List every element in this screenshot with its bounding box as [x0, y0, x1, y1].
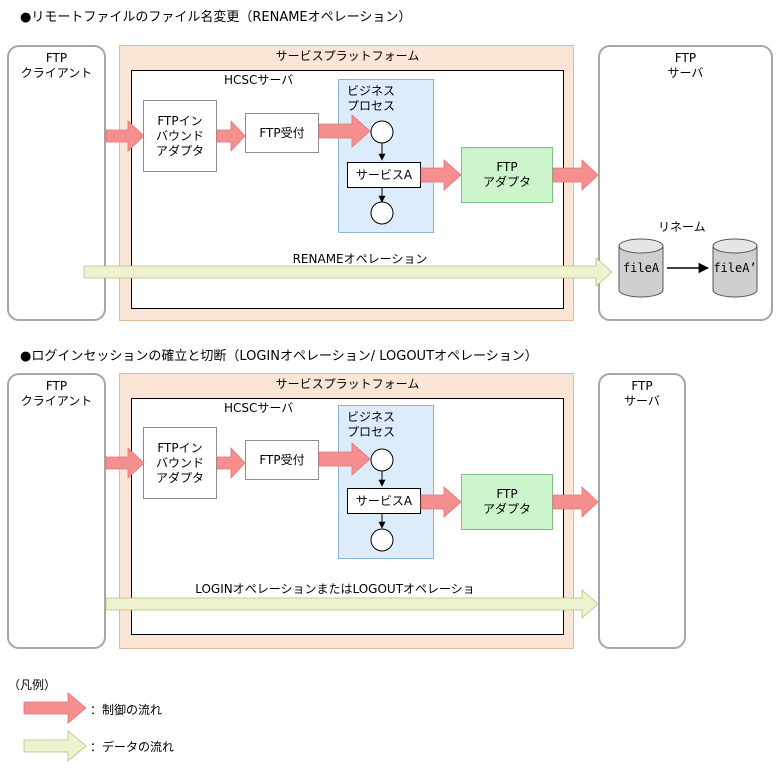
legend-control-label: ：制御の流れ	[90, 703, 163, 717]
legend-data-label: ：データの流れ	[90, 740, 175, 754]
service-platform-label-1: サービスプラットフォーム	[275, 49, 420, 63]
data-arrow-login-logout	[105, 589, 599, 619]
control-arrow-client-to-inbound-1	[105, 120, 145, 152]
ftp-adapter-1: FTP アダプタ	[461, 147, 553, 203]
process-end-node-1	[370, 201, 394, 225]
ftp-reception-1: FTP受付	[245, 113, 319, 153]
hcsc-server-label-2: HCSCサーバ	[224, 401, 294, 415]
rename-operation-label: RENAMEオペレーション	[292, 252, 428, 266]
ftp-server-label-1: FTP サーバ	[667, 51, 704, 80]
legend-control-arrow	[23, 692, 87, 724]
legend-data-arrow	[23, 730, 87, 762]
process-start-node-2	[370, 448, 394, 472]
process-end-node-2	[370, 528, 394, 552]
service-a-2: サービスA	[347, 488, 421, 514]
ftp-server-box-2: FTP サーバ	[598, 373, 686, 649]
section1-title: ●リモートファイルのファイル名変更（RENAMEオペレーション）	[20, 10, 412, 25]
file-dst-label: fileA’	[713, 261, 756, 275]
file-cylinder-dst	[712, 238, 758, 298]
control-arrow-service-to-adapter-2	[420, 486, 462, 518]
ftp-server-label-2: FTP サーバ	[624, 379, 660, 408]
ftp-client-label-2: FTP クライアント	[20, 379, 93, 408]
ftp-client-box-2: FTP クライアント	[7, 373, 106, 649]
service-a-1: サービスA	[347, 162, 421, 188]
ftp-inbound-adapter-1: FTPイン バウンド アダプタ	[143, 100, 217, 172]
control-arrow-service-to-adapter-1	[420, 159, 462, 191]
hcsc-server-label-1: HCSCサーバ	[224, 73, 294, 87]
ftp-reception-2: FTP受付	[245, 440, 319, 480]
ftp-inbound-adapter-2: FTPイン バウンド アダプタ	[143, 427, 217, 499]
control-arrow-inbound-to-reception-2	[216, 446, 246, 480]
data-arrow-rename	[83, 257, 613, 287]
ftp-client-label-1: FTP クライアント	[20, 51, 93, 80]
process-start-node-1	[370, 120, 394, 144]
control-arrow-reception-to-process-2	[318, 442, 371, 476]
control-arrow-client-to-inbound-2	[105, 447, 145, 479]
rename-label: リネーム	[658, 220, 706, 234]
control-arrow-adapter-to-server-2	[552, 486, 599, 518]
business-process-label-2: ビジネス プロセス	[347, 410, 396, 439]
service-platform-label-2: サービスプラットフォーム	[275, 377, 420, 391]
control-arrow-adapter-to-server-1	[552, 159, 599, 191]
control-arrow-inbound-to-reception-1	[216, 119, 246, 153]
legend-title: （凡例）	[8, 678, 57, 692]
file-cylinder-src	[618, 238, 664, 298]
section2-title: ●ログインセッションの確立と切断（LOGINオペレーション/ LOGOUTオペレ…	[20, 349, 538, 364]
business-process-label-1: ビジネス プロセス	[347, 84, 396, 113]
file-src-label: fileA	[623, 261, 660, 275]
control-arrow-reception-to-process-1	[318, 114, 371, 148]
